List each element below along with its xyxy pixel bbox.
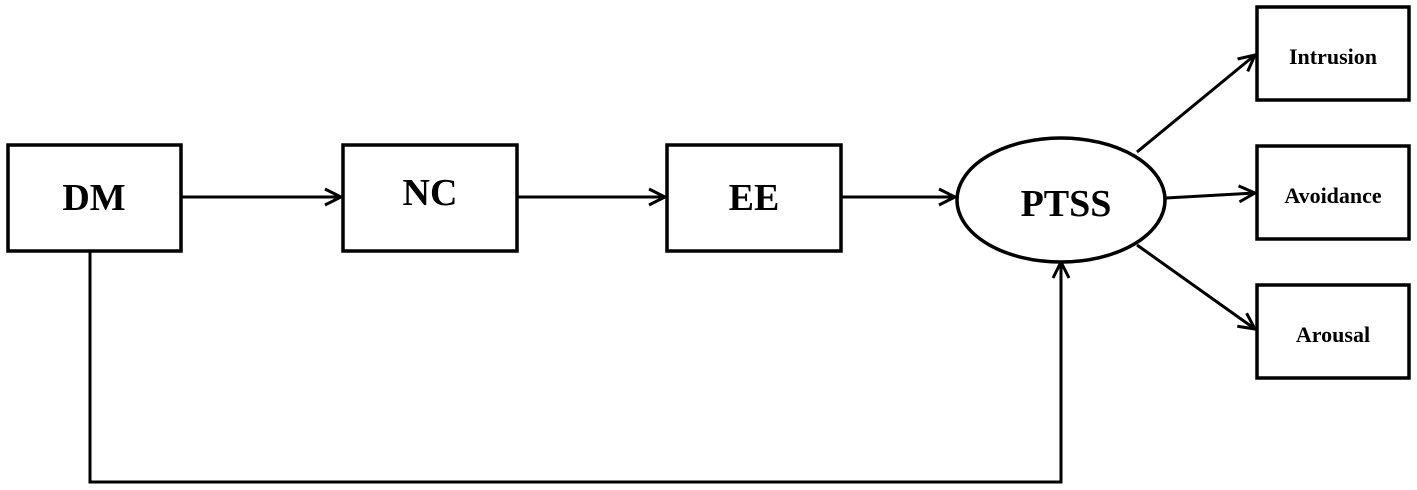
node-intrusion-label: Intrusion <box>1289 44 1377 69</box>
node-nc: NC <box>341 143 519 253</box>
node-ptss-label: PTSS <box>1021 183 1112 225</box>
node-arousal: Arousal <box>1255 283 1411 380</box>
node-ptss: PTSS <box>955 136 1167 264</box>
node-ee: EE <box>665 143 843 253</box>
node-arousal-label: Arousal <box>1296 322 1370 347</box>
node-dm: DM <box>6 143 183 253</box>
node-avoidance: Avoidance <box>1255 144 1411 241</box>
edge-ptss-to-intrusion <box>1136 55 1255 154</box>
node-avoidance-label: Avoidance <box>1284 183 1382 208</box>
edges <box>88 55 1255 484</box>
node-dm-label: DM <box>62 177 125 219</box>
edge-ptss-to-arousal <box>1136 243 1255 329</box>
edge-dm-to-ptss <box>88 251 1061 484</box>
node-nc-label: NC <box>403 172 458 214</box>
node-ee-label: EE <box>729 177 780 219</box>
edge-ptss-to-avoidance <box>1165 193 1255 198</box>
node-intrusion: Intrusion <box>1255 5 1411 102</box>
